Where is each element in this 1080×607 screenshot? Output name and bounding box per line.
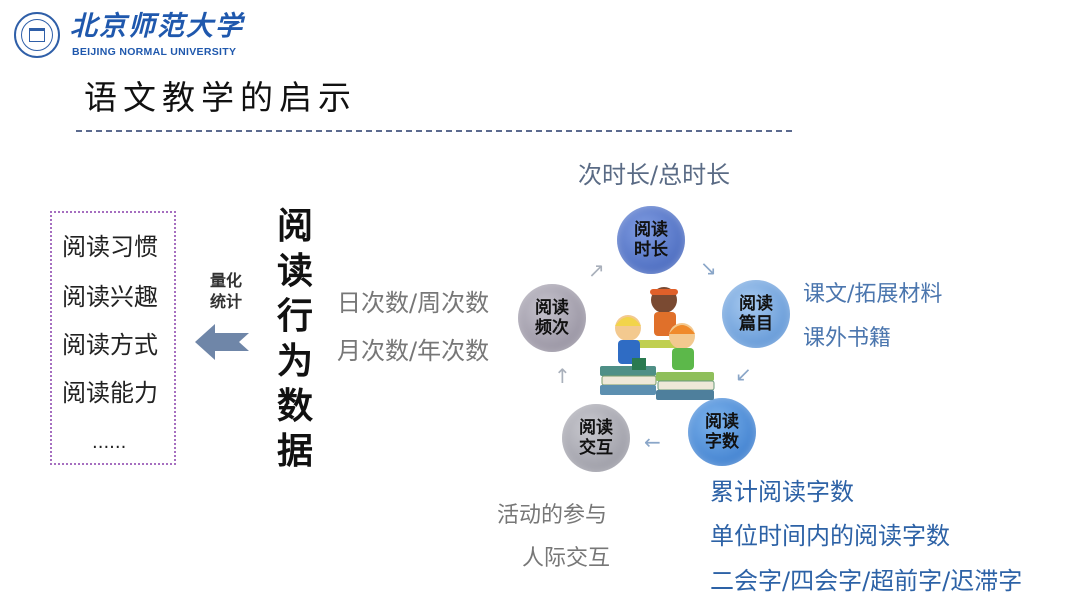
- vertical-char: 数: [276, 386, 313, 427]
- node-label: 篇目: [739, 314, 773, 334]
- vertical-char: 阅: [276, 206, 313, 247]
- node-reading-titles: 阅读 篇目: [722, 280, 790, 348]
- quantify-label-line1: 量化: [209, 271, 242, 290]
- vertical-char: 为: [276, 341, 313, 382]
- cycle-arrow-icon: ↙: [735, 362, 752, 386]
- logo-chinese-name: 北京师范大学: [70, 11, 244, 42]
- titles-note-2: 课外书籍: [803, 326, 892, 351]
- vertical-char: 据: [276, 431, 313, 472]
- aspect-ability: 阅读能力: [62, 379, 158, 407]
- reading-aspects-box: 阅读习惯 阅读兴趣 阅读方式 阅读能力 ......: [50, 211, 176, 465]
- node-label: 阅读: [705, 412, 739, 432]
- wordcount-note-3: 二会字/四会字/超前字/迟滞字: [710, 567, 1023, 595]
- wordcount-note-1: 累计阅读字数: [710, 478, 854, 506]
- aspect-habit: 阅读习惯: [62, 233, 158, 261]
- cycle-arrow-icon: ↗: [588, 258, 605, 282]
- quantify-label: 量化 统计: [204, 270, 248, 312]
- node-reading-wordcount: 阅读 字数: [688, 398, 756, 466]
- cycle-arrow-icon: ↑: [554, 364, 571, 388]
- university-seal-logo: [14, 12, 60, 58]
- children-reading-illustration: [596, 278, 720, 404]
- title-divider: [76, 130, 792, 132]
- interaction-note-2: 人际交互: [522, 546, 611, 571]
- wordcount-note-2: 单位时间内的阅读字数: [710, 522, 950, 550]
- node-label: 阅读: [579, 418, 613, 438]
- quantify-label-line2: 统计: [209, 292, 242, 311]
- reading-behavior-data-title: 阅 读 行 为 数 据: [272, 204, 318, 474]
- building-icon: [29, 28, 45, 42]
- node-label: 阅读: [535, 298, 569, 318]
- node-label: 频次: [535, 318, 569, 338]
- vertical-char: 读: [276, 251, 313, 292]
- aspect-interest: 阅读兴趣: [62, 283, 158, 311]
- vertical-char: 行: [276, 296, 313, 337]
- node-label: 字数: [705, 432, 739, 452]
- interaction-note-1: 活动的参与: [497, 503, 608, 528]
- node-reading-duration: 阅读 时长: [617, 206, 685, 274]
- node-label: 时长: [634, 240, 668, 260]
- frequency-note-2: 月次数/年次数: [337, 337, 490, 365]
- titles-note-1: 课文/拓展材料: [803, 282, 943, 307]
- node-label: 交互: [579, 438, 613, 458]
- duration-note: 次时长/总时长: [578, 161, 731, 189]
- node-reading-interaction: 阅读 交互: [562, 404, 630, 472]
- slide-title: 语文教学的启示: [84, 78, 357, 117]
- aspect-ellipsis: ......: [92, 432, 127, 453]
- left-arrow-icon: [195, 324, 251, 364]
- node-label: 阅读: [739, 294, 773, 314]
- frequency-note-1: 日次数/周次数: [337, 289, 490, 317]
- aspect-method: 阅读方式: [62, 331, 158, 359]
- cycle-arrow-icon: ↘: [700, 256, 717, 280]
- node-label: 阅读: [634, 220, 668, 240]
- node-reading-frequency: 阅读 频次: [518, 284, 586, 352]
- cycle-arrow-icon: ←: [644, 430, 661, 454]
- logo-english-name: BEIJING NORMAL UNIVERSITY: [72, 46, 237, 58]
